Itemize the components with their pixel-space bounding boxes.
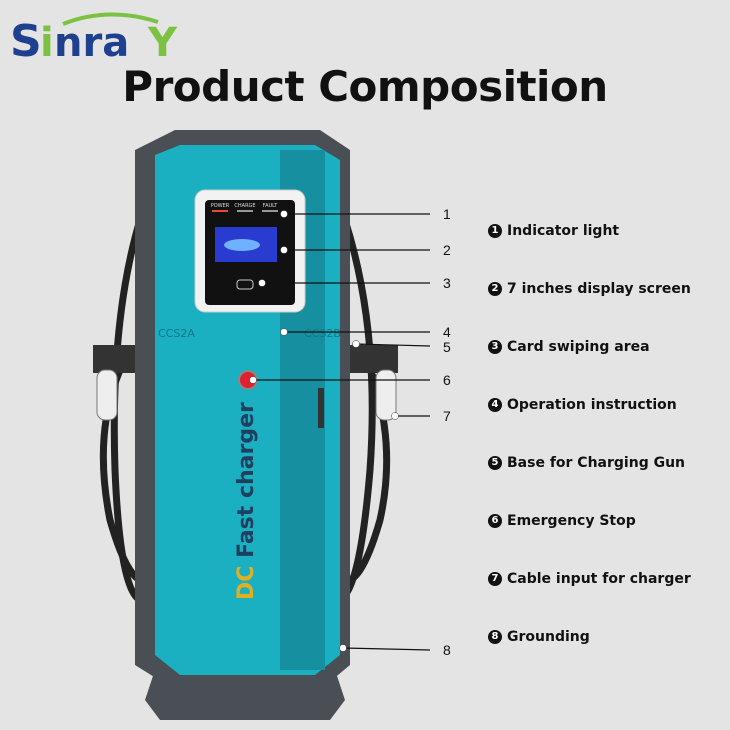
callout-number: 8 — [443, 642, 451, 658]
left-gun — [96, 369, 118, 421]
right-gun-holder — [350, 345, 398, 373]
callout-number: 2 — [443, 242, 451, 258]
svg-text:Y: Y — [147, 20, 178, 64]
indicator-label-power: POWER — [211, 203, 230, 209]
callout-number: 5 — [443, 339, 451, 355]
sinray-logo: S i nra Y — [10, 12, 178, 64]
callout-dots — [249, 210, 399, 652]
callout-lines — [253, 213, 431, 651]
callout-number: 7 — [443, 408, 451, 424]
callout-number: 6 — [443, 372, 451, 388]
indicator-light-power — [212, 210, 228, 212]
right-gun — [375, 369, 397, 421]
connector-left-label: CCS2A — [158, 327, 195, 340]
connector-right-label: CCS2B — [304, 327, 341, 340]
svg-text:nra: nra — [54, 20, 129, 64]
svg-text:S: S — [10, 16, 42, 64]
callout-number: 3 — [443, 275, 451, 291]
page-title: Product Composition — [122, 62, 608, 111]
indicator-label-charge: CHARGE — [234, 203, 255, 209]
indicator-light-charge — [237, 210, 253, 212]
indicator-label-fault: FAULT — [263, 203, 279, 209]
left-gun-holder — [93, 345, 138, 373]
indicator-light-fault — [262, 210, 278, 212]
side-text: DC Fast charger — [234, 402, 259, 600]
svg-text:i: i — [40, 20, 54, 64]
callout-number: 1 — [443, 206, 451, 222]
card-reader-icon — [236, 279, 254, 290]
callout-number: 4 — [443, 324, 451, 340]
